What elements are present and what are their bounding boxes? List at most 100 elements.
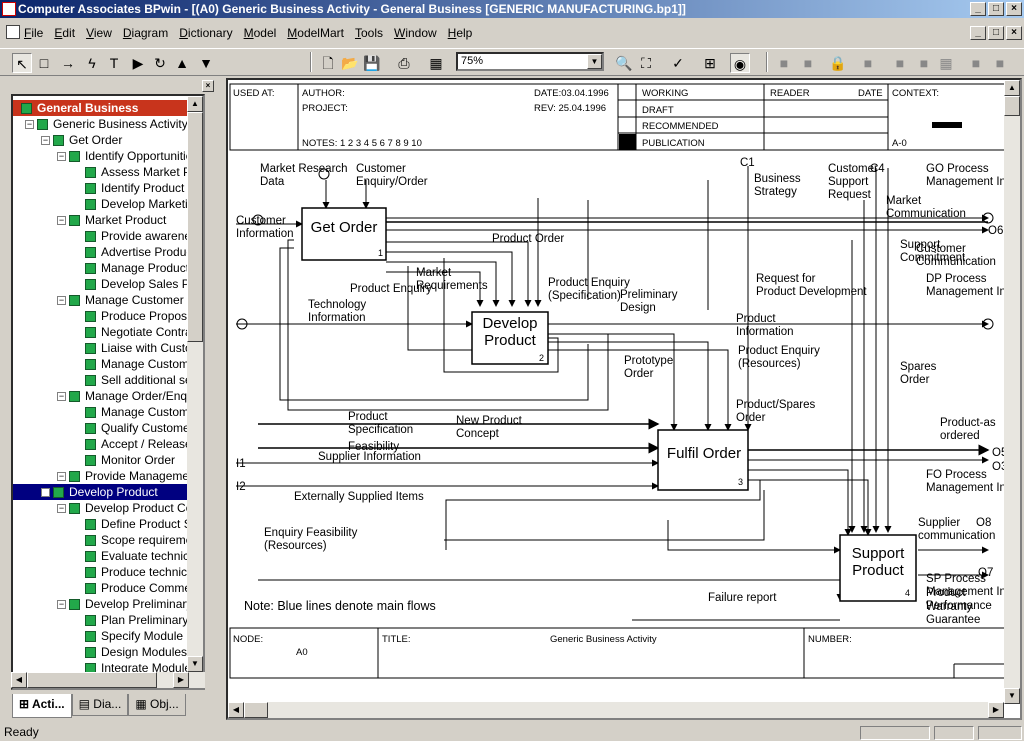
- go-down-icon[interactable]: ▼: [199, 55, 213, 71]
- collapse-icon[interactable]: −: [57, 215, 66, 225]
- mart-icon-3[interactable]: ■: [863, 55, 873, 71]
- collapse-icon[interactable]: −: [57, 599, 66, 609]
- scroll-up-icon[interactable]: ▲: [1004, 80, 1020, 96]
- tree-node[interactable]: Identify Product Op: [13, 180, 203, 196]
- tree-node[interactable]: Manage Customer: [13, 356, 203, 372]
- arrow-label-o6[interactable]: O6: [988, 225, 1003, 237]
- zoom-select[interactable]: 75% ▼: [456, 52, 604, 71]
- doc-minimize-button[interactable]: _: [970, 26, 986, 40]
- tree-horizontal-scrollbar[interactable]: ◀ ▶: [11, 672, 205, 688]
- tab-activities[interactable]: ⊞ Acti...: [12, 694, 72, 718]
- scroll-up-icon[interactable]: ▲: [187, 96, 203, 112]
- tree-node[interactable]: Manage Product L: [13, 260, 203, 276]
- model-explorer-icon[interactable]: ◉: [730, 53, 750, 73]
- tree-node[interactable]: Plan Preliminary De: [13, 612, 203, 628]
- tree-node[interactable]: −Manage Customer: [13, 292, 203, 308]
- tree-node[interactable]: Liaise with Custom: [13, 340, 203, 356]
- scroll-down-icon[interactable]: ▼: [1004, 688, 1020, 704]
- menu-model[interactable]: Model: [243, 26, 277, 40]
- arrow-label-product-enquiry-spec[interactable]: Product Enquiry(Specification): [548, 277, 630, 302]
- pane-close-button[interactable]: ×: [202, 80, 214, 92]
- tree-node[interactable]: Produce technical: [13, 564, 203, 580]
- tree-node[interactable]: −Provide Management: [13, 468, 203, 484]
- doc-restore-button[interactable]: □: [988, 26, 1004, 40]
- tree-node[interactable]: Qualify Customer C: [13, 420, 203, 436]
- collapse-icon[interactable]: −: [57, 295, 66, 305]
- tree-node[interactable]: Assess Market Pla: [13, 164, 203, 180]
- arrow-label-c1[interactable]: C1: [740, 157, 755, 169]
- new-file-icon[interactable]: 🗋: [322, 55, 334, 71]
- tree-node[interactable]: Develop Marketing: [13, 196, 203, 212]
- collapse-icon[interactable]: −: [25, 119, 34, 129]
- maximize-button[interactable]: □: [988, 2, 1004, 16]
- tree-node[interactable]: −Generic Business Activity: [13, 116, 203, 132]
- arrow-label-product-order[interactable]: Product Order: [492, 233, 564, 245]
- arrow-label-o8[interactable]: O8: [976, 517, 991, 529]
- mart-icon-4[interactable]: ■: [895, 55, 905, 71]
- tree-node[interactable]: Negotiate Contract: [13, 324, 203, 340]
- activity-box-get-order[interactable]: Get Order 1: [301, 207, 387, 261]
- collapse-icon[interactable]: −: [57, 391, 66, 401]
- chevron-down-icon[interactable]: ▼: [587, 54, 602, 69]
- menu-file[interactable]: File: [24, 26, 44, 40]
- menu-window[interactable]: Window: [393, 26, 437, 40]
- tree-node[interactable]: −Market Product: [13, 212, 203, 228]
- refresh-icon[interactable]: ↻: [154, 55, 166, 71]
- activity-box-fulfil-order[interactable]: Fulfil Order 3: [657, 429, 749, 491]
- box-tool-icon[interactable]: □: [39, 55, 49, 71]
- arrow-label-product-enquiry[interactable]: Product Enquiry: [350, 283, 432, 295]
- mart-icon-1[interactable]: ■: [779, 55, 789, 71]
- tree-node[interactable]: Sell additional serv: [13, 372, 203, 388]
- diagram-canvas[interactable]: USED AT: AUTHOR: PROJECT: DATE:03.04.199…: [226, 78, 1022, 720]
- color-palette-icon[interactable]: ▦: [429, 55, 443, 71]
- arrow-label-feasibility[interactable]: Feasibility: [348, 441, 399, 453]
- arrow-label-o3[interactable]: O3: [992, 461, 1007, 473]
- arrow-label-o5[interactable]: O5: [992, 447, 1007, 459]
- collapse-icon[interactable]: −: [57, 503, 66, 513]
- lock-icon[interactable]: 🔒: [829, 55, 847, 71]
- tree-node[interactable]: Provide awarenes: [13, 228, 203, 244]
- arrow-label-note[interactable]: Note: Blue lines denote main flows: [244, 599, 436, 613]
- arrow-label-c4[interactable]: C4: [870, 163, 885, 175]
- canvas-horizontal-scrollbar[interactable]: ◀ ▶: [228, 702, 1004, 718]
- open-folder-icon[interactable]: 📂: [341, 55, 359, 71]
- minimize-button[interactable]: _: [970, 2, 986, 16]
- tree-node[interactable]: −Manage Order/Enquir: [13, 388, 203, 404]
- arrow-label-enquiry-feas[interactable]: Enquiry Feasibility(Resources): [264, 527, 358, 552]
- tree-node[interactable]: Develop Sales Pro: [13, 276, 203, 292]
- mart-icon-2[interactable]: ■: [803, 55, 813, 71]
- scroll-thumb[interactable]: [187, 112, 203, 342]
- tree-node[interactable]: Produce Commerc: [13, 580, 203, 596]
- canvas-vertical-scrollbar[interactable]: ▲ ▼: [1004, 80, 1020, 704]
- document-icon[interactable]: [6, 25, 20, 39]
- mart-icon-8[interactable]: ■: [995, 55, 1005, 71]
- tree-view-icon[interactable]: ⊞: [704, 55, 716, 71]
- tree-node[interactable]: −Develop Preliminary D: [13, 596, 203, 612]
- arrow-tool-icon[interactable]: →: [61, 55, 75, 71]
- tab-objects[interactable]: ▦ Obj...: [128, 694, 186, 716]
- collapse-icon[interactable]: −: [41, 487, 50, 497]
- menu-dictionary[interactable]: Dictionary: [179, 26, 233, 40]
- tree-node[interactable]: −Get Order: [13, 132, 203, 148]
- tree-node[interactable]: Manage Customer: [13, 404, 203, 420]
- arrow-label-ext-items[interactable]: Externally Supplied Items: [294, 491, 424, 503]
- go-up-icon[interactable]: ▲: [175, 55, 189, 71]
- tree-node[interactable]: Monitor Order: [13, 452, 203, 468]
- text-tool-icon[interactable]: T: [109, 55, 119, 71]
